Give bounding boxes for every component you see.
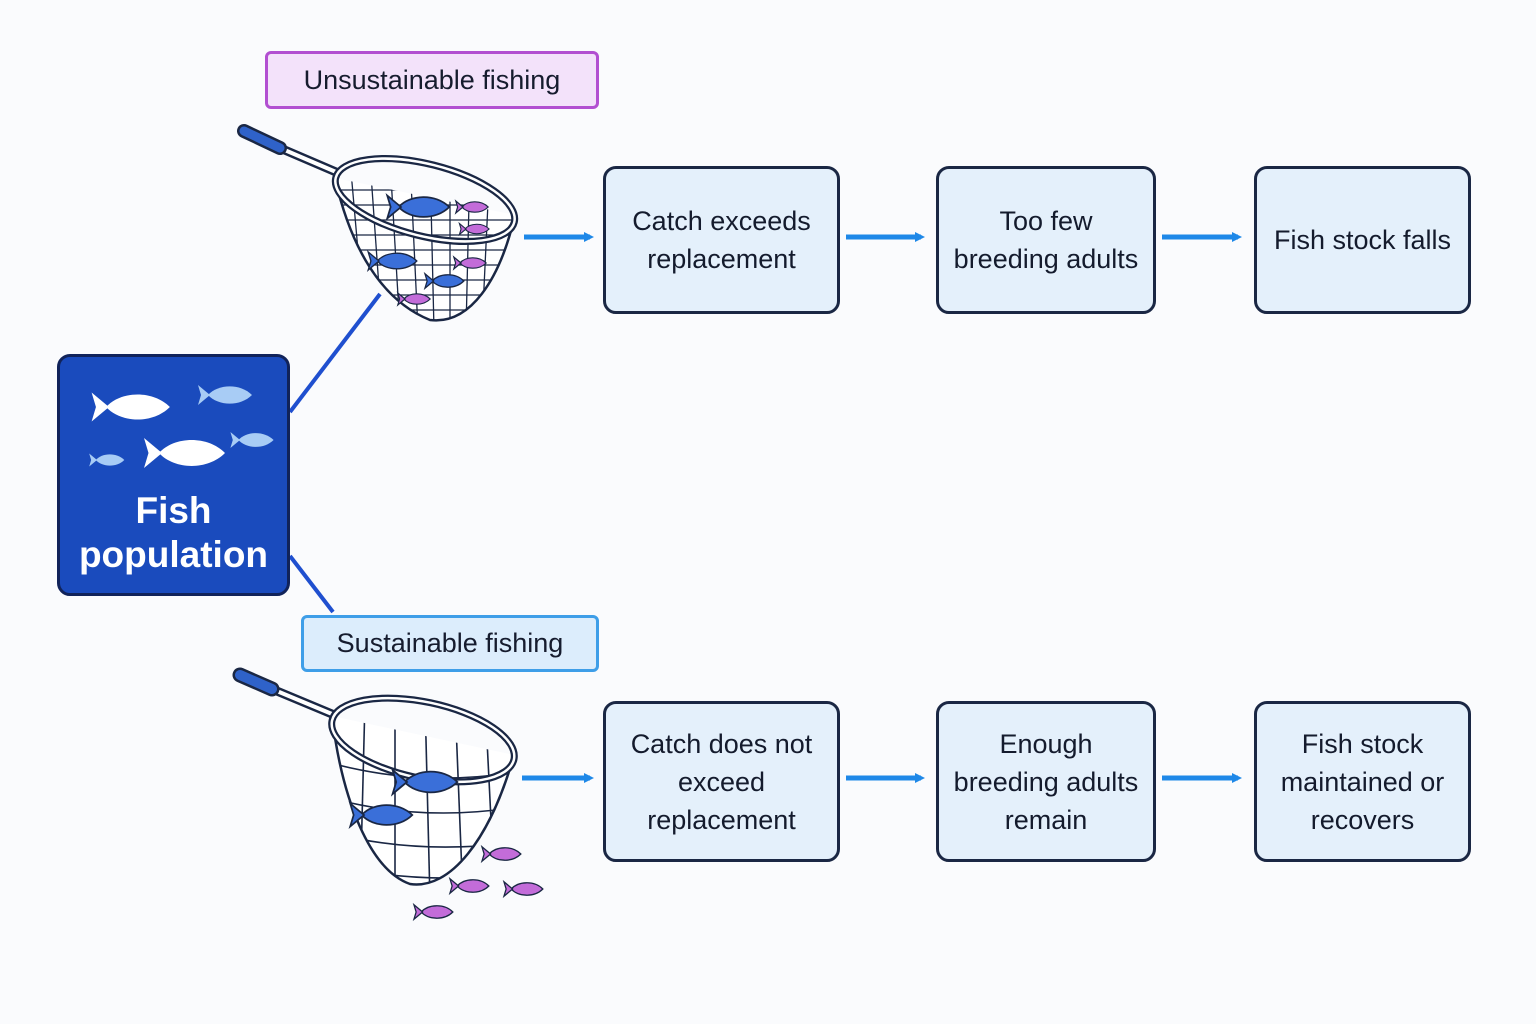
fish-icon: [230, 432, 274, 448]
fishing-net-icon-sustainable: [232, 667, 544, 920]
fish-icon: [481, 846, 522, 862]
fish-icon: [144, 438, 225, 468]
step-catch-exceeds-replacement: Catch exceeds replacement: [603, 166, 840, 314]
fish-school-icon: [89, 385, 274, 468]
step-fish-stock-maintained-or-recovers: Fish stock maintained or recovers: [1254, 701, 1471, 862]
step-too-few-breeding-adults: Too few breeding adults: [936, 166, 1156, 314]
fish-icon: [413, 904, 454, 920]
unsustainable-fishing-label: Unsustainable fishing: [265, 51, 599, 109]
step-catch-does-not-exceed-replacement: Catch does not exceed replacement: [603, 701, 840, 862]
connector-sustainable: [288, 554, 335, 614]
fish-icon: [503, 881, 544, 897]
sustainable-fishing-label: Sustainable fishing: [301, 615, 599, 672]
fishing-net-icon-unsustainable: [237, 124, 519, 322]
step-fish-stock-falls: Fish stock falls: [1254, 166, 1471, 314]
fish-icon: [198, 385, 252, 405]
connector-unsustainable: [288, 292, 382, 414]
fish-icon: [91, 392, 170, 422]
step-enough-breeding-adults-remain: Enough breeding adults remain: [936, 701, 1156, 862]
fish-icon: [449, 878, 490, 894]
fish-icon: [89, 453, 125, 467]
